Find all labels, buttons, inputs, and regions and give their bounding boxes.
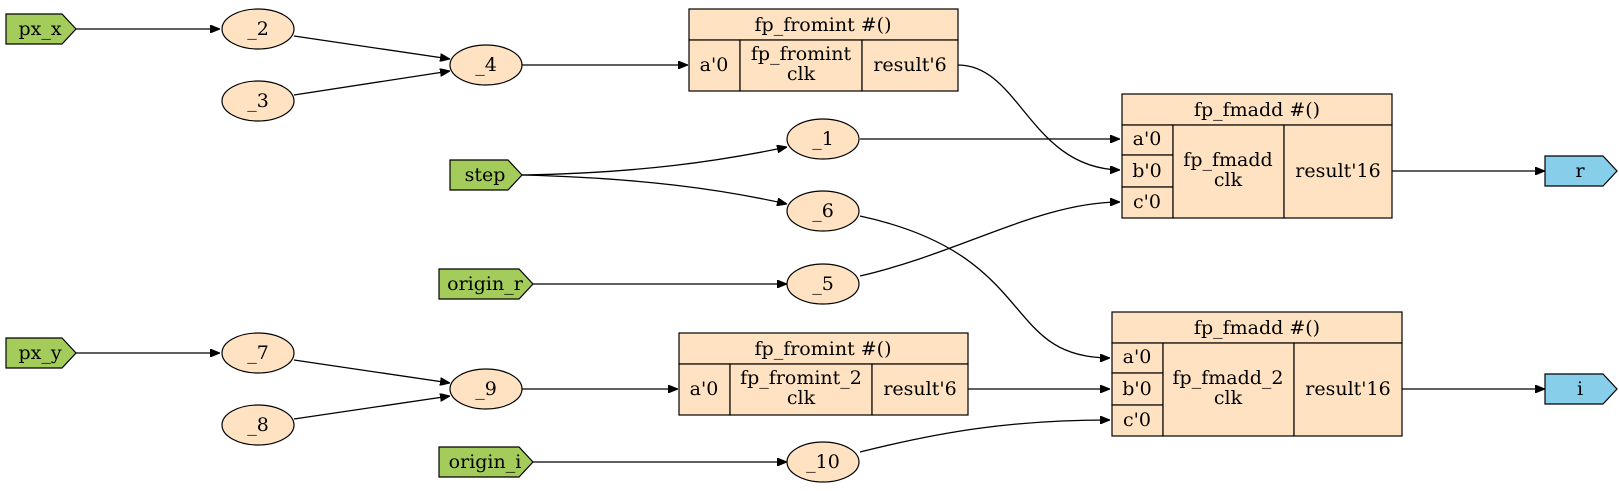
node-label: _3 xyxy=(247,90,269,112)
port-a: a'0 xyxy=(690,378,719,400)
node-label: _1 xyxy=(812,128,834,150)
port-b: b'0 xyxy=(1132,160,1161,182)
block-title: fp_fromint #() xyxy=(755,338,892,360)
port-c: c'0 xyxy=(1133,191,1161,213)
clock-label: clk xyxy=(1214,169,1243,191)
port-label: i xyxy=(1577,378,1583,400)
edge-n3-n4 xyxy=(293,71,450,96)
instance-name: fp_fmadd_2 xyxy=(1173,367,1284,389)
edges xyxy=(76,29,1545,462)
edge-step-n1 xyxy=(521,147,787,176)
input-port-px_x: px_x xyxy=(5,13,77,45)
node-8: _8 xyxy=(221,404,295,446)
port-label: origin_i xyxy=(449,451,522,473)
edge-n6-fmadd2-a xyxy=(859,215,1110,358)
node-4: _4 xyxy=(449,44,523,86)
input-port-step: step xyxy=(449,159,523,191)
clock-label: clk xyxy=(787,63,816,85)
clock-label: clk xyxy=(787,387,816,409)
node-5: _5 xyxy=(786,263,860,305)
port-result: result'6 xyxy=(873,54,946,76)
node-label: _9 xyxy=(475,378,497,400)
port-result: result'6 xyxy=(883,378,956,400)
node-2: _2 xyxy=(221,8,295,50)
node-label: _2 xyxy=(247,18,269,40)
port-label: origin_r xyxy=(447,273,524,295)
edge-fromint1-fmadd1-b xyxy=(957,64,1120,170)
block-title: fp_fromint #() xyxy=(755,14,892,36)
output-port-i: i xyxy=(1544,373,1618,405)
edge-n5-fmadd1-c xyxy=(859,202,1120,277)
node-3: _3 xyxy=(221,80,295,122)
port-label: step xyxy=(465,164,506,186)
port-result: result'16 xyxy=(1295,160,1380,182)
input-port-origin_r: origin_r xyxy=(438,268,534,300)
node-10: _10 xyxy=(786,441,860,483)
node-label: _4 xyxy=(475,54,497,76)
node-label: _8 xyxy=(247,414,269,436)
port-label: px_y xyxy=(18,342,61,364)
port-c: c'0 xyxy=(1123,409,1151,431)
node-label: _5 xyxy=(812,273,834,295)
port-b: b'0 xyxy=(1122,378,1151,400)
block-fp-fmadd-2: fp_fmadd #() a'0 b'0 c'0 fp_fmadd_2 clk … xyxy=(1111,311,1403,437)
output-port-r: r xyxy=(1544,155,1618,187)
node-7: _7 xyxy=(221,332,295,374)
clock-label: clk xyxy=(1214,387,1243,409)
block-title: fp_fmadd #() xyxy=(1194,317,1320,339)
edge-n10-fmadd2-c xyxy=(859,420,1110,453)
instance-name: fp_fromint xyxy=(751,43,852,65)
block-fp-fromint: fp_fromint #() a'0 fp_fromint clk result… xyxy=(688,8,959,92)
port-a: a'0 xyxy=(1123,346,1152,368)
instance-name: fp_fromint_2 xyxy=(740,367,862,389)
block-fp-fmadd: fp_fmadd #() a'0 b'0 c'0 fp_fmadd clk re… xyxy=(1121,93,1393,219)
block-title: fp_fmadd #() xyxy=(1194,99,1320,121)
node-9: _9 xyxy=(449,368,523,410)
edge-n7-n9 xyxy=(293,359,450,383)
port-label: px_x xyxy=(18,18,61,40)
port-a: a'0 xyxy=(1133,128,1162,150)
node-label: _10 xyxy=(806,451,840,473)
instance-name: fp_fmadd xyxy=(1183,149,1272,171)
port-label: r xyxy=(1575,160,1585,182)
edge-step-n6 xyxy=(521,174,787,204)
block-fp-fromint-2: fp_fromint #() a'0 fp_fromint_2 clk resu… xyxy=(678,332,969,416)
node-6: _6 xyxy=(786,190,860,232)
edge-n2-n4 xyxy=(293,35,450,59)
node-label: _7 xyxy=(247,342,269,364)
node-1: _1 xyxy=(786,118,860,160)
input-port-px_y: px_y xyxy=(5,337,77,369)
input-port-origin_i: origin_i xyxy=(438,446,534,478)
port-a: a'0 xyxy=(700,54,729,76)
node-label: _6 xyxy=(812,200,834,222)
port-result: result'16 xyxy=(1305,378,1390,400)
edge-n8-n9 xyxy=(293,396,450,420)
